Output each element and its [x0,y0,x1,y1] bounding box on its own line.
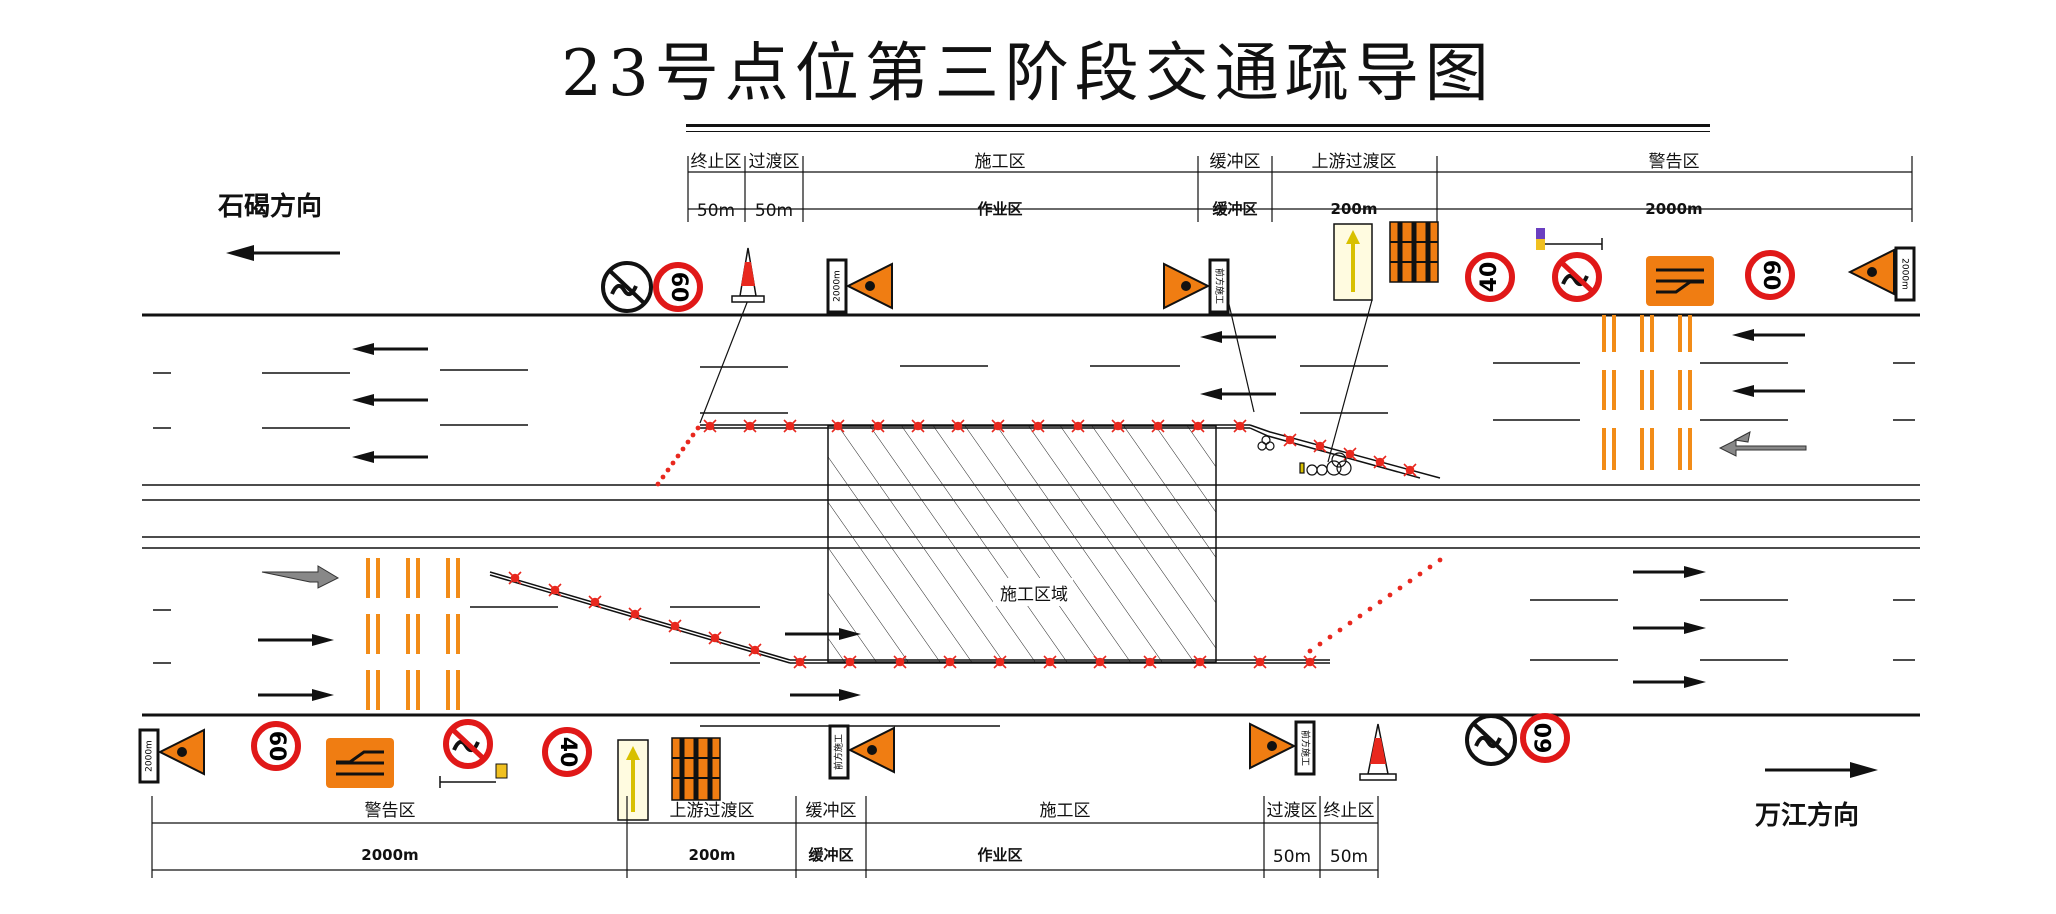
construction-warning-sign [847,726,895,774]
speed-limit-sign: 60 [251,721,301,771]
title-underline-thick [686,124,1710,127]
top-zone-label: 终止区 [691,152,742,172]
traffic-arrows-left [226,245,1805,463]
warning-lamps [508,419,1417,669]
bottom-zone-label: 上游过渡区 [670,801,755,821]
lane-merge-arrows [261,431,1807,589]
sign-leader-lines [699,299,1373,463]
no-overtaking-sign [601,261,653,313]
barrier-board-icon [1389,221,1439,283]
arrow-board-sign [1333,223,1373,301]
speed-limit-sign: 60 [653,262,703,312]
svg-text:前方施工: 前方施工 [833,734,845,770]
top-zone-label: 警告区 [1649,152,1700,172]
bottom-zone-length: 缓冲区 [808,846,853,864]
lane-closure-sign [1646,256,1714,306]
sign-post-icon [439,763,508,788]
orange-markings-top [1602,315,1692,470]
svg-text:2000m: 2000m [833,270,843,302]
top-zone-dimensions: 终止区 过渡区 施工区 缓冲区 上游过渡区 警告区 50m 50m 作业区 缓冲… [687,152,1913,222]
barrier-board-icon [671,737,721,801]
bottom-zone-label: 终止区 [1324,801,1375,821]
svg-text:40: 40 [1477,262,1502,293]
top-zone-label: 缓冲区 [1210,152,1261,172]
speed-limit-sign: 40 [1465,252,1515,302]
sign-post-icon [1536,228,1603,250]
construction-warning-sign [1249,722,1297,770]
top-zone-length: 200m [1331,200,1378,218]
bottom-zone-label: 施工区 [1040,801,1091,821]
bottom-zone-length: 200m [689,846,736,864]
work-zone-label: 施工区域 [1000,585,1068,605]
traffic-cone-icon [731,247,765,303]
direction-right-label: 万江方向 [1755,801,1860,831]
no-overtaking-sign [1465,714,1517,766]
top-zone-length: 作业区 [977,200,1022,218]
traffic-cone-icon [1359,723,1397,781]
top-zone-label: 过渡区 [749,152,800,172]
orange-markings-bottom [366,558,460,710]
speed-limit-sign: 60 [1520,713,1570,763]
work-zone-area [827,425,1217,663]
distance-sign: 前方施工 [1208,258,1230,314]
bottom-zone-label: 过渡区 [1267,801,1318,821]
svg-text:2000m: 2000m [145,740,155,772]
top-zone-length: 2000m [1645,200,1702,218]
direction-left-label: 石碣方向 [218,192,323,222]
top-zone-length: 缓冲区 [1212,200,1257,218]
svg-text:前方施工: 前方施工 [1300,730,1312,766]
top-zone-length: 50m [697,201,735,221]
lane-closure-sign [326,738,394,788]
svg-text:40: 40 [555,737,580,768]
speed-limit-sign: 40 [542,727,592,777]
top-zone-label: 上游过渡区 [1312,152,1397,172]
svg-text:60: 60 [264,731,289,762]
distance-sign: 前方施工 [1294,720,1316,776]
no-overtaking-sign [1552,252,1602,302]
bottom-zone-length: 作业区 [977,846,1022,864]
diagram-title: 23号点位第三阶段交通疏导图 [561,37,1495,111]
title-underline-thin [686,131,1710,132]
svg-text:60: 60 [1758,260,1783,291]
construction-warning-sign [845,262,893,310]
bottom-zone-label: 警告区 [365,801,416,821]
construction-warning-sign [1163,262,1211,310]
svg-text:2000m: 2000m [1900,258,1910,290]
construction-warning-sign [1847,248,1895,296]
distance-sign: 2000m [138,728,160,784]
no-overtaking-sign [443,719,493,769]
construction-warning-sign [157,728,205,776]
bottom-zone-length: 50m [1330,847,1368,867]
cone-taper-dotted [655,425,1443,654]
speed-limit-sign: 60 [1745,250,1795,300]
svg-text:60: 60 [666,272,691,303]
top-zone-label: 施工区 [975,152,1026,172]
svg-text:60: 60 [1532,723,1557,754]
arrow-board-sign [617,739,649,821]
top-zone-length: 50m [755,201,793,221]
traffic-arrows-right [258,566,1878,778]
distance-sign: 2000m [1894,246,1916,302]
bottom-zone-length: 2000m [361,846,418,864]
distance-sign: 2000m [826,258,848,314]
distance-sign: 前方施工 [828,724,850,780]
warning-light-cluster [1257,435,1352,476]
bottom-zone-length: 50m [1273,847,1311,867]
bottom-zone-label: 缓冲区 [806,801,857,821]
svg-text:前方施工: 前方施工 [1214,268,1226,304]
work-zone-label-bg [993,578,1073,606]
bottom-zone-dimensions: 警告区 上游过渡区 缓冲区 施工区 过渡区 终止区 2000m 200m 缓冲区… [151,796,1379,878]
lane-dashes [153,362,1915,664]
